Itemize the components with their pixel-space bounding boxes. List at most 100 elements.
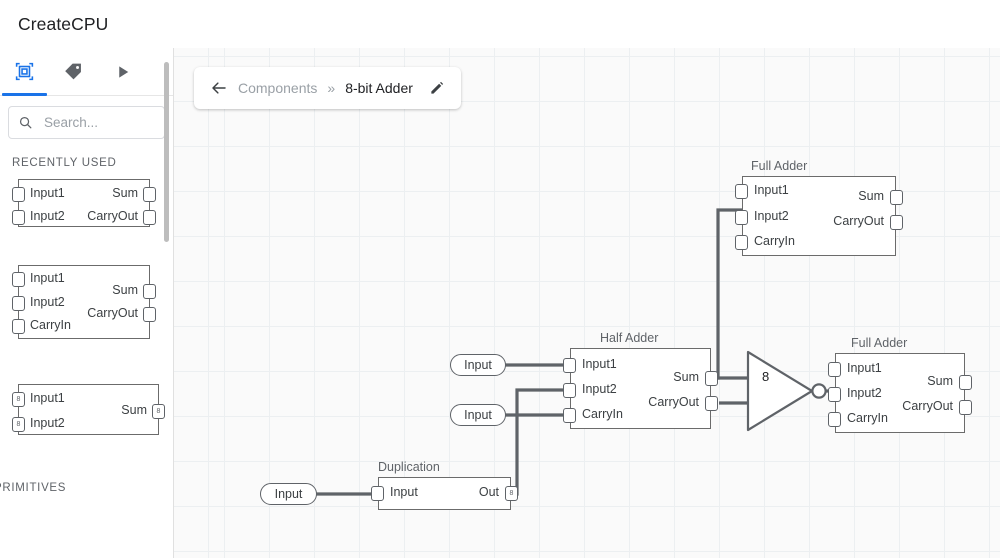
play-icon [118, 65, 128, 78]
node-body [378, 477, 511, 510]
input-pill-2[interactable]: Input [450, 404, 506, 426]
node-title: Full Adder [851, 336, 908, 350]
palette-item-body: 8 Input1 8 Input2 8 Sum [12, 384, 165, 435]
pin-carryin[interactable] [563, 408, 576, 423]
pin-label-carryin: CarryIn [754, 234, 795, 248]
breadcrumb-current: 8-bit Adder [345, 80, 413, 96]
pin-sum[interactable] [143, 284, 156, 299]
pin-input2[interactable] [735, 210, 748, 225]
node-half-adder[interactable]: Half Adder Input1 Input2 CarryIn Sum Car… [563, 331, 718, 429]
tag-icon [65, 63, 81, 80]
pin-input[interactable] [371, 486, 384, 501]
pin-label-out: Out [478, 485, 499, 499]
pin-sum[interactable] [959, 375, 972, 390]
node-body [742, 176, 896, 256]
pin-input1[interactable] [563, 358, 576, 373]
node-title: Duplication [378, 460, 440, 474]
buffer-gate[interactable]: 8 [744, 348, 834, 434]
pin-label-carryin: CarryIn [30, 318, 71, 332]
palette-item-body: Input1 Input2 Sum CarryOut [12, 179, 156, 227]
pin-label-sum: Sum [112, 283, 138, 297]
search-input[interactable] [42, 114, 151, 131]
sidebar-scrollbar[interactable] [164, 62, 169, 242]
search-box[interactable] [8, 106, 165, 139]
wire-layer [316, 208, 835, 496]
pin-label-input1: Input1 [30, 391, 65, 405]
pin-label-input1: Input1 [582, 357, 617, 371]
pin-input1[interactable] [828, 362, 841, 377]
pin-input2[interactable] [563, 383, 576, 398]
section-heading-primitives: PRIMITIVES [0, 482, 67, 494]
app-title: CreateCPU [18, 13, 109, 34]
tab-labels[interactable] [49, 49, 98, 95]
pin-carryout[interactable] [143, 210, 156, 225]
palette-item-8bit-adder[interactable]: 8-bit Adder 8 Input1 8 Input2 8 Sum [12, 384, 173, 456]
node-full-adder-right[interactable]: Full Adder Input1 Input2 CarryIn Sum Car… [828, 336, 972, 433]
pin-label-input1: Input1 [30, 271, 65, 285]
pin-carryin[interactable] [12, 319, 25, 334]
pin-input1[interactable] [12, 272, 25, 287]
palette-item-half-adder[interactable]: Half Adder Input1 Input2 Sum CarryOut [12, 179, 173, 243]
sidebar: RECENTLY USED Half Adder Input1 Input2 S… [0, 48, 174, 558]
search-icon [19, 116, 32, 129]
node-full-adder-top[interactable]: Full Adder Input1 Input2 CarryIn Sum Car… [735, 159, 903, 256]
section-heading-recently-used: RECENTLY USED [12, 157, 117, 169]
pin-carryout[interactable] [890, 215, 903, 230]
breadcrumb: Components » 8-bit Adder [194, 67, 461, 109]
pin-carryin[interactable] [828, 412, 841, 427]
pin-label-carryout: CarryOut [833, 214, 884, 228]
tab-active-indicator [2, 92, 47, 96]
pin-sum[interactable] [143, 187, 156, 202]
breadcrumb-parent[interactable]: Components [238, 80, 318, 96]
pin-label-carryin: CarryIn [582, 407, 623, 421]
node-duplication[interactable]: Duplication Input 8 Out [371, 460, 518, 510]
pin-label-sum: Sum [121, 403, 147, 417]
gate-bit-width-label: 8 [762, 369, 770, 384]
pin-label-input2: Input2 [847, 386, 882, 400]
pin-input1[interactable]: 8 [12, 392, 25, 407]
pencil-icon[interactable] [429, 80, 445, 96]
palette-list: Half Adder Input1 Input2 Sum CarryOut Fu… [0, 179, 173, 498]
sidebar-tab-bar [0, 48, 173, 96]
not-gate-icon [746, 350, 827, 432]
pin-sum[interactable] [705, 371, 718, 386]
input-pill-3[interactable]: Input [260, 483, 317, 505]
node-title: Half Adder [600, 331, 659, 345]
pin-carryout[interactable] [143, 307, 156, 322]
pin-input2[interactable]: 8 [12, 417, 25, 432]
input-pill-1[interactable]: Input [450, 354, 506, 376]
pin-label-sum: Sum [927, 374, 953, 388]
pin-sum[interactable]: 8 [152, 404, 165, 419]
pin-carryout[interactable] [959, 400, 972, 415]
palette-item-full-adder[interactable]: Full Adder Input1 Input2 CarryIn Sum Car… [12, 265, 173, 362]
arrow-left-icon[interactable] [210, 79, 228, 97]
breadcrumb-separator: » [327, 80, 336, 96]
pin-label-sum: Sum [858, 189, 884, 203]
pin-label-input2: Input2 [582, 382, 617, 396]
pin-carryout[interactable] [705, 396, 718, 411]
tab-components[interactable] [0, 49, 49, 96]
pin-label-carryout: CarryOut [648, 395, 699, 409]
pin-input1[interactable] [735, 184, 748, 199]
pin-label-carryin: CarryIn [847, 411, 888, 425]
pin-out[interactable]: 8 [505, 486, 518, 501]
pin-label-input: Input [390, 485, 418, 499]
node-title: Full Adder [751, 159, 808, 173]
pin-input1[interactable] [12, 187, 25, 202]
pin-carryin[interactable] [735, 235, 748, 250]
pin-sum[interactable] [890, 190, 903, 205]
tab-run[interactable] [98, 49, 147, 95]
pin-label-carryout: CarryOut [87, 209, 138, 223]
pin-label-input1: Input1 [847, 361, 882, 375]
wire-duplication-to-input2 [511, 388, 570, 496]
pin-label-carryout: CarryOut [87, 306, 138, 320]
pin-input2[interactable] [12, 296, 25, 311]
pin-label-sum: Sum [112, 186, 138, 200]
circuit-canvas[interactable]: Components » 8-bit Adder Full Adder Inpu… [174, 48, 1000, 558]
title-bar: CreateCPU [0, 0, 1000, 49]
pin-input2[interactable] [12, 210, 25, 225]
pin-label-input1: Input1 [754, 183, 789, 197]
pin-label-input2: Input2 [30, 209, 65, 223]
pin-input2[interactable] [828, 387, 841, 402]
pin-label-sum: Sum [673, 370, 699, 384]
